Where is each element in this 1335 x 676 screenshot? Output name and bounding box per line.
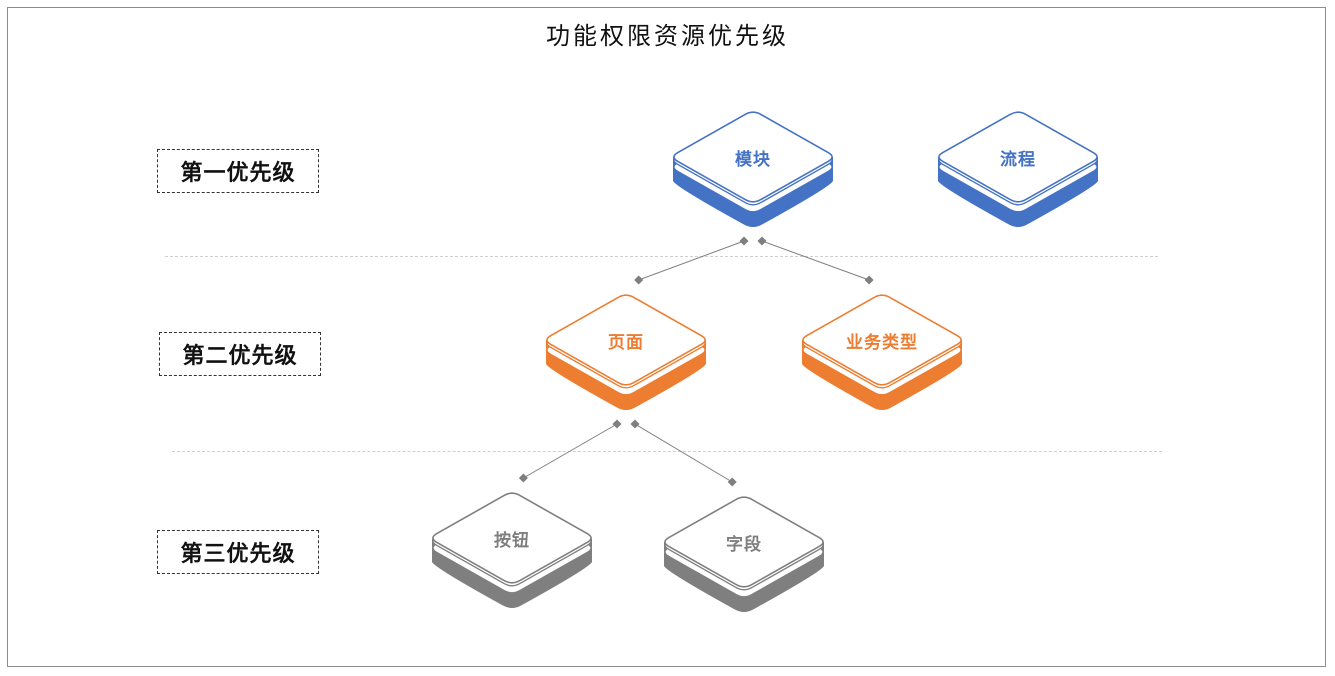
level-divider-1 bbox=[165, 256, 1158, 257]
level-label-1: 第一优先级 bbox=[157, 149, 319, 193]
tile-label-module: 模块 bbox=[735, 150, 771, 170]
connector-marker bbox=[634, 275, 644, 285]
tile-button bbox=[432, 492, 592, 608]
tile-base bbox=[432, 538, 592, 608]
tile-top-face bbox=[664, 496, 824, 588]
tile-top-face bbox=[432, 492, 592, 584]
tile-label-page: 页面 bbox=[608, 333, 644, 353]
connector-line bbox=[761, 240, 870, 281]
tile-base bbox=[673, 157, 833, 227]
tile-base bbox=[802, 340, 962, 410]
level-divider-2 bbox=[172, 451, 1162, 452]
tile-top-face bbox=[938, 111, 1098, 203]
tile-business-type bbox=[802, 294, 962, 410]
connector-marker bbox=[864, 275, 874, 285]
level-label-2: 第二优先级 bbox=[159, 332, 321, 376]
tile-module bbox=[673, 111, 833, 227]
connector-page-to-field bbox=[630, 419, 737, 487]
diagram-frame bbox=[7, 7, 1326, 667]
tile-top-face bbox=[673, 111, 833, 203]
connector-marker bbox=[739, 236, 749, 246]
connector-marker bbox=[630, 419, 640, 429]
connector-line bbox=[523, 423, 618, 479]
connector-line bbox=[634, 423, 733, 483]
connector-module-to-business-type bbox=[757, 236, 874, 285]
connector-line bbox=[638, 240, 745, 281]
tile-top-face bbox=[546, 294, 706, 386]
connector-marker bbox=[727, 477, 737, 487]
tile-process bbox=[938, 111, 1098, 227]
connector-module-to-page bbox=[634, 236, 749, 285]
tile-top-face bbox=[802, 294, 962, 386]
level-label-3: 第三优先级 bbox=[157, 530, 319, 574]
tile-base bbox=[664, 542, 824, 612]
tile-base bbox=[938, 157, 1098, 227]
tile-label-process: 流程 bbox=[1000, 150, 1036, 170]
connector-marker bbox=[612, 419, 622, 429]
connector-page-to-button bbox=[518, 419, 622, 483]
diagram-title: 功能权限资源优先级 bbox=[546, 22, 789, 50]
tile-field bbox=[664, 496, 824, 612]
tile-base bbox=[546, 340, 706, 410]
tile-page bbox=[546, 294, 706, 410]
connector-marker bbox=[757, 236, 767, 246]
connector-marker bbox=[518, 473, 528, 483]
tile-label-field: 字段 bbox=[726, 535, 762, 555]
tile-label-business-type: 业务类型 bbox=[846, 333, 918, 353]
tile-label-button: 按钮 bbox=[494, 531, 530, 551]
tiles bbox=[432, 111, 1098, 612]
